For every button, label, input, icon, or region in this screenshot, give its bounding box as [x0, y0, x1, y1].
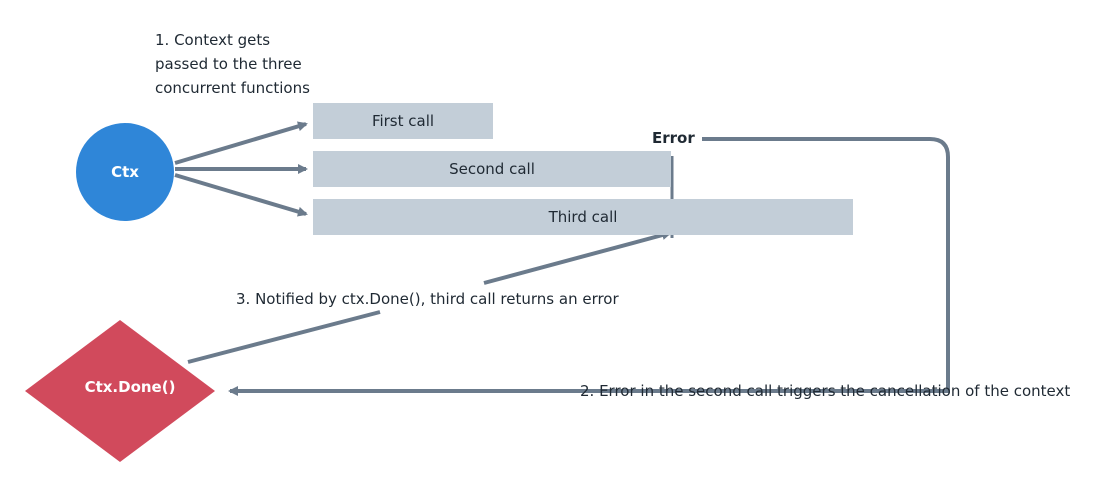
first-call-label: First call — [371, 112, 435, 130]
error-label: Error — [652, 129, 695, 147]
step1-note-line-2: passed to the three — [155, 55, 302, 73]
arrow-ctx-to-third-call — [174, 173, 308, 217]
ctx-node: Ctx — [76, 123, 174, 221]
third-call-bar: Third call — [313, 199, 853, 235]
arrow-done-to-third-call-upper — [483, 230, 672, 285]
step3-note: 3. Notified by ctx.Done(), third call re… — [236, 290, 619, 308]
arrow-done-to-third-call-lower — [187, 310, 381, 364]
step2-note: 2. Error in the second call triggers the… — [580, 382, 1071, 400]
ctx-done-label: Ctx.Done() — [84, 378, 176, 396]
step1-note-line-3: concurrent functions — [155, 79, 310, 97]
step1-note-line-1: 1. Context gets — [155, 31, 271, 49]
arrow-error-to-done — [228, 137, 950, 396]
step1-note: 1. Context gets passed to the three conc… — [155, 28, 310, 100]
second-call-bar: Second call — [313, 151, 671, 187]
arrow-ctx-to-first-call — [174, 121, 308, 165]
second-call-label: Second call — [449, 160, 535, 178]
third-call-label: Third call — [548, 208, 618, 226]
ctx-done-diamond — [25, 320, 215, 462]
first-call-bar: First call — [313, 103, 493, 139]
ctx-label: Ctx — [111, 163, 139, 181]
